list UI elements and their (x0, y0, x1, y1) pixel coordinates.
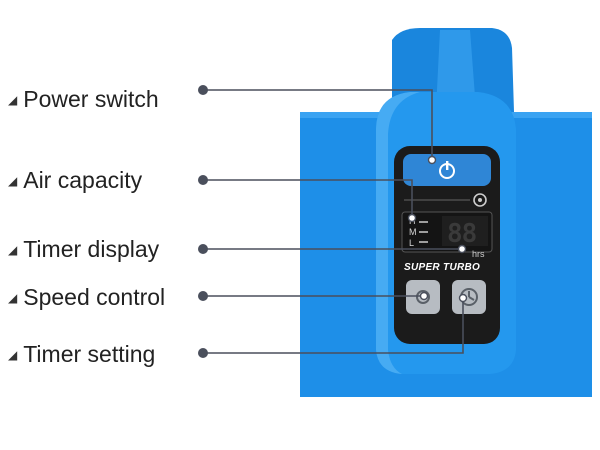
label-text: Power switch (23, 86, 159, 112)
leader-air (203, 179, 413, 218)
leader-power (203, 89, 433, 160)
label-text: Speed control (23, 284, 166, 310)
brand-text: SUPER TURBO (404, 262, 481, 273)
label-text: Timer display (23, 236, 160, 262)
hrs-unit: hrs (472, 249, 485, 259)
label-timer-setting: ◢ Timer setting (8, 341, 155, 368)
triangle-bullet-icon: ◢ (8, 243, 18, 257)
mode-indicator-icon (473, 193, 487, 207)
triangle-bullet-icon: ◢ (8, 348, 18, 362)
label-air-capacity: ◢ Air capacity (8, 167, 142, 194)
triangle-bullet-icon: ◢ (8, 174, 18, 188)
timer-digits: 88 (447, 219, 477, 249)
label-timer-display: ◢ Timer display (8, 236, 159, 263)
triangle-bullet-icon: ◢ (8, 93, 18, 107)
handle-highlight (436, 30, 476, 110)
control-housing-edge (376, 92, 420, 374)
triangle-bullet-icon: ◢ (8, 291, 18, 305)
leader-timer-setting (203, 298, 464, 354)
speed-level-medium: M (409, 227, 417, 237)
speed-level-low: L (409, 238, 415, 248)
label-text: Timer setting (23, 341, 156, 367)
fan-speed-icon (416, 290, 430, 304)
label-power-switch: ◢ Power switch (8, 86, 159, 113)
label-text: Air capacity (23, 167, 143, 193)
label-speed-control: ◢ Speed control (8, 284, 165, 311)
